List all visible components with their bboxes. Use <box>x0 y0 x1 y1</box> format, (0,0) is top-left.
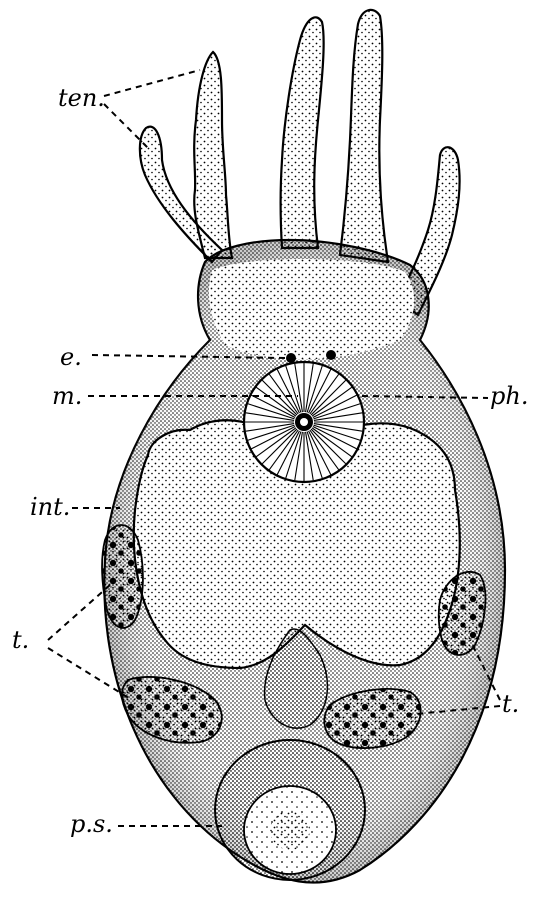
penis-sheath <box>215 740 365 880</box>
label-tentacles: ten. <box>58 86 105 110</box>
head-region-stipple <box>209 259 414 359</box>
label-intestine: int. <box>30 495 70 519</box>
eye-left <box>286 353 296 363</box>
leader-ten-upper <box>104 70 200 96</box>
label-penis-sheath: p.s. <box>70 812 113 836</box>
eye-right <box>326 350 336 360</box>
label-mouth: m. <box>52 384 82 408</box>
label-testes-left: t. <box>12 628 29 652</box>
pharynx <box>244 362 364 482</box>
testis-left-upper <box>102 525 143 628</box>
tentacle-left <box>194 52 232 258</box>
leader-ten-lower <box>104 104 150 150</box>
label-eyes: e. <box>60 345 82 369</box>
label-pharynx: ph. <box>490 384 528 408</box>
tentacle-right <box>340 10 388 262</box>
label-testes-right: t. <box>502 692 519 716</box>
leader-t-left-upper <box>48 585 110 640</box>
tentacle-center <box>281 17 324 248</box>
